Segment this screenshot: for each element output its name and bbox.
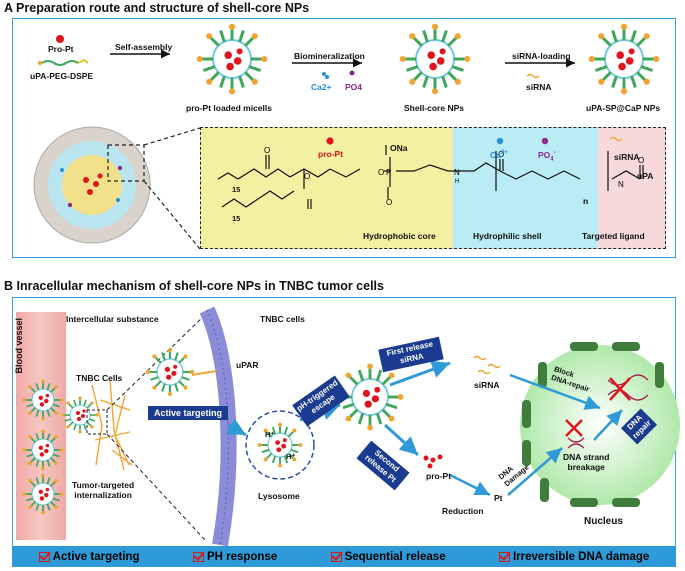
check-icon: [192, 551, 204, 562]
nucleus-label: Nucleus: [584, 516, 623, 527]
summary-item: Sequential release: [330, 551, 446, 563]
targeted-ligand-region: [598, 127, 666, 249]
svg-text:O: O: [638, 156, 644, 165]
svg-text:O: O: [498, 150, 504, 159]
pro-pt-label: Pro-Pt: [48, 44, 74, 54]
struct-ca-label: Ca2+: [490, 150, 508, 160]
svg-text:P: P: [386, 168, 391, 177]
biomineralization-label: Biomineralization: [294, 51, 365, 61]
summary-item: PH response: [192, 551, 277, 563]
hydrophilic-shell-label: Hydrophilic shell: [473, 231, 542, 241]
pro-pt-release-label: pro-Pt: [426, 471, 452, 481]
summary-bar: Active targeting PH response Sequential …: [12, 546, 676, 567]
chemical-structure: O O O P O N H O N O: [217, 136, 644, 209]
upa-peg-dspe-icon: [37, 58, 89, 66]
fifteen-label-1: 15: [232, 185, 241, 194]
hydrophilic-shell-region: [453, 127, 598, 249]
ona-label: ONa: [390, 143, 408, 153]
summary-item: Active targeting: [38, 551, 140, 563]
hydrophobic-core-label: Hydrophobic core: [363, 231, 436, 241]
targeting-np-icon: [144, 346, 196, 398]
vessel-np-icon: [60, 395, 100, 435]
po4-label: PO4: [345, 82, 363, 92]
sirna-loading-label: siRNA-loading: [512, 51, 571, 61]
hydrophobic-core-region: [200, 127, 453, 249]
check-icon: [330, 551, 342, 562]
upar-label: uPAR: [236, 360, 259, 370]
structure-frame: [200, 127, 666, 249]
ca-label: Ca2+: [311, 82, 332, 92]
nucleus: [520, 342, 680, 507]
n-label: n: [583, 196, 589, 206]
svg-text:O: O: [304, 172, 310, 181]
upa-peg-dspe-label: uPA-PEG-DSPE: [30, 71, 94, 81]
pro-pt-dots-icon: [423, 454, 443, 469]
panel-a-title: A Preparation route and structure of she…: [4, 1, 310, 15]
final-np-label: uPA-SP@CaP NPs: [586, 103, 661, 113]
panel-a-frame: [12, 18, 676, 258]
micelles-label: pro-Pt loaded micells: [186, 103, 272, 113]
svg-text:O: O: [378, 168, 384, 177]
panel-b-title: B Inracellular mechanism of shell-core N…: [4, 279, 384, 293]
targeted-ligand-label: Targeted ligand: [582, 231, 645, 241]
svg-text:H: H: [455, 179, 459, 185]
tnbc-cells-cluster-label: TNBC Cells: [76, 373, 123, 383]
lysosome-label: Lysosome: [258, 491, 300, 501]
tnbc-cells-label: TNBC cells: [260, 314, 305, 324]
struct-sirna-label: siRNA: [614, 152, 640, 162]
h-ion-label: H⁺: [286, 452, 296, 461]
fifteen-label-2: 15: [232, 214, 241, 223]
reduction-label: Reduction: [442, 506, 484, 516]
upa-label: uPA: [637, 171, 654, 181]
lysosome: [245, 410, 315, 480]
pt-label: Pt: [494, 493, 503, 503]
svg-text:O: O: [264, 146, 270, 155]
intercellular-label: Intercellular substance: [66, 314, 159, 324]
sirna-label: siRNA: [526, 82, 552, 92]
struct-pro-pt-label: pro-Pt: [318, 149, 344, 159]
vessel-np-icon: [21, 378, 65, 422]
struct-po4-label: PO4-: [538, 150, 556, 163]
vessel-np-icon: [21, 428, 65, 472]
svg-text:N: N: [454, 168, 460, 177]
self-assembly-label: Self-assembly: [115, 42, 173, 52]
cell-membrane: [199, 306, 237, 547]
shell-core-label: Shell-core NPs: [404, 103, 464, 113]
check-icon: [498, 551, 510, 562]
h-ion-label: H⁺: [265, 430, 275, 439]
active-targeting-box: Active targeting: [148, 406, 228, 420]
summary-item: Irreversible DNA damage: [498, 551, 649, 563]
check-icon: [38, 551, 50, 562]
sirna-release-label: siRNA: [474, 380, 500, 390]
pro-pt-dot-icon: [56, 35, 64, 43]
svg-text:O: O: [386, 198, 392, 207]
tnbc-cells-cluster: [91, 379, 133, 471]
sirna-fragments-icon: [473, 355, 501, 375]
cut-sphere-illustration: [33, 126, 151, 244]
vessel-np-icon: [21, 472, 65, 516]
svg-text:N: N: [618, 180, 624, 189]
